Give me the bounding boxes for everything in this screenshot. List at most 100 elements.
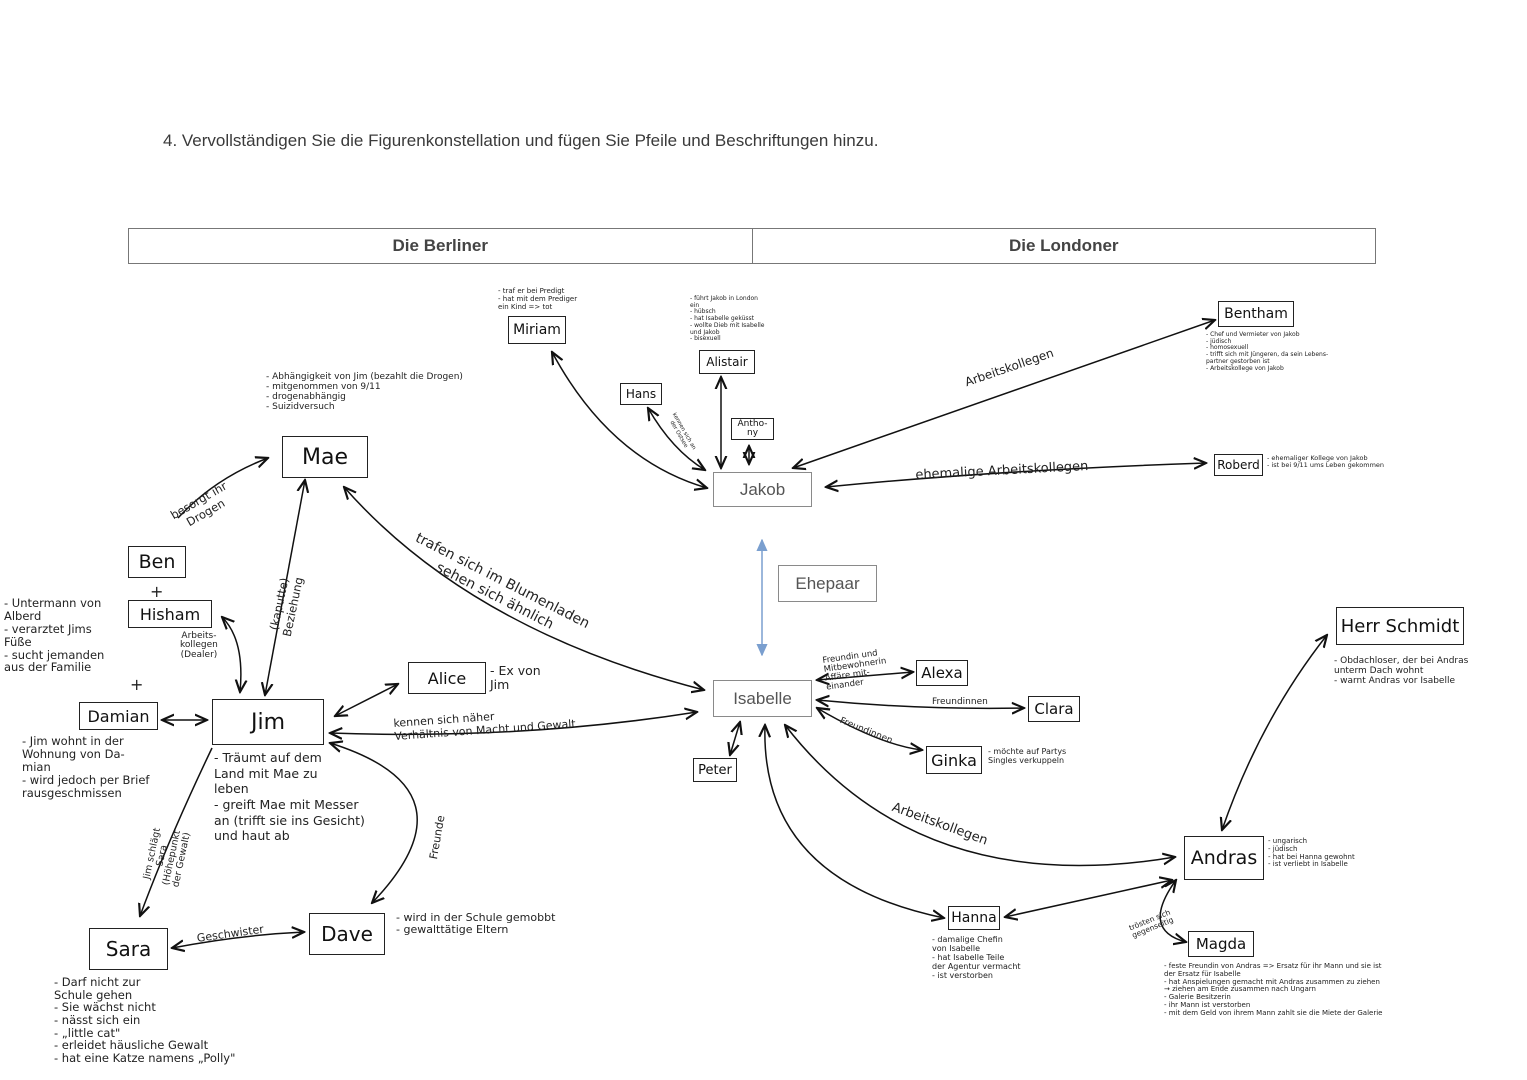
note-line: - ehemaliger Kollege von Jakob: [1267, 454, 1368, 462]
box-alice: Alice: [408, 662, 486, 694]
note-line: - feste Freundin von Andras => Ersatz fü…: [1164, 962, 1382, 970]
note-line: - trifft sich mit Jüngeren, da sein Lebe…: [1206, 351, 1329, 359]
note-line: - mit dem Geld von ihrem Mann zahlt sie …: [1164, 1008, 1383, 1017]
note-line: → ziehen am Ende zusammen nach Ungarn: [1164, 985, 1316, 994]
box-ehepaar: Ehepaar: [778, 565, 877, 602]
note-line: - Träumt auf dem: [214, 750, 322, 765]
arrow-mae-isabelle: [344, 487, 704, 690]
box-line: ny: [746, 428, 759, 438]
note-jim: - Träumt auf dem Land mit Mae zu leben- …: [214, 750, 365, 844]
arrow-hisham-jim: [222, 617, 241, 692]
note-line: an (trifft sie ins Gesicht): [214, 812, 365, 828]
note-ginka: - möchte auf Partys Singles verkuppeln: [988, 747, 1067, 766]
label-line: (Dealer): [180, 649, 218, 660]
note-line: rausgeschmissen: [22, 785, 122, 800]
note-line: - Jim wohnt in der: [22, 734, 124, 748]
box-hanna: Hanna: [948, 906, 1000, 930]
box-alexa: Alexa: [916, 660, 968, 686]
note-line: ein Kind => tot: [498, 302, 553, 311]
note-line: - hat Anspielungen gemacht mit Andras zu…: [1164, 977, 1380, 986]
label-line: Freundinnen: [932, 697, 988, 707]
box-peter: Peter: [693, 758, 737, 782]
box-ben: Ben: [128, 546, 186, 578]
box-bentham: Bentham: [1218, 301, 1294, 327]
arrow-isabelle-peter: [730, 722, 740, 755]
box-jim: Jim: [212, 699, 324, 745]
arrow-hans-jakob: [648, 408, 705, 470]
note-line: - nässt sich ein: [54, 1012, 141, 1027]
note-line: - traf er bei Predigt: [498, 287, 565, 295]
box-andras: Andras: [1184, 836, 1264, 880]
box-clara: Clara: [1028, 696, 1080, 722]
note-line: - Abhängigkeit von Jim (bezahlt die Drog…: [266, 372, 463, 382]
box-alistair: Alistair: [699, 350, 755, 374]
note-line: - ist bei 9/11 ums Leben gekommen: [1267, 461, 1385, 470]
note-line: Land mit Mae zu: [214, 765, 318, 781]
note-hisham: - Untermann von Alberd- verarztet Jims F…: [4, 597, 104, 674]
note-line: - warnt Andras vor Isabelle: [1334, 676, 1455, 687]
note-alistair: - führt Jakob in London ein- hübsch- hat…: [690, 295, 765, 343]
arrow-jim-sara: [140, 747, 213, 916]
box-dave: Dave: [309, 913, 385, 955]
note-line: Singles verkuppeln: [988, 755, 1065, 765]
note-line: der Agentur vermacht: [932, 961, 1021, 971]
arrow-andras-magda: [1159, 880, 1186, 942]
plus-sign: +: [130, 675, 144, 694]
arrow-jim-alice: [335, 684, 398, 716]
note-line: - möchte auf Partys: [988, 747, 1067, 756]
note-line: - Galerie Besitzerin: [1164, 993, 1231, 1002]
header-londoner: Die Londoner: [751, 229, 1376, 263]
box-hans: Hans: [620, 383, 662, 405]
note-line: - Sie wächst nicht: [54, 1000, 156, 1015]
box-damian: Damian: [79, 702, 158, 730]
note-line: der Ersatz für Isabelle: [1164, 969, 1241, 978]
note-line: - wird in der Schule gemobbt: [396, 911, 556, 924]
note-line: - verarztet Jims: [4, 621, 92, 636]
note-line: - gewalttätige Eltern: [396, 923, 509, 937]
note-line: - Darf nicht zur: [54, 975, 141, 989]
arrow-ben-mae: [177, 458, 268, 519]
note-line: - Arbeitskollege von Jakob: [1206, 364, 1284, 372]
note-line: - hat eine Katze namens „Polly": [54, 1050, 236, 1065]
note-line: - sucht jemanden: [4, 647, 105, 662]
note-line: - hat Isabelle geküsst: [690, 315, 755, 323]
arrow-sara-dave: [172, 932, 304, 948]
arrow-jim-dave: [330, 743, 418, 903]
box-herr-schmidt: Herr Schmidt: [1336, 607, 1464, 645]
note-magda: - feste Freundin von Andras => Ersatz fü…: [1164, 962, 1383, 1018]
note-line: - greift Mae mit Messer: [214, 796, 359, 812]
note-line: - Untermann von: [4, 596, 102, 610]
note-line: - jüdisch: [1206, 337, 1232, 345]
note-line: - homosexuell: [1206, 344, 1249, 352]
note-line: unterm Dach wohnt: [1334, 666, 1424, 677]
header-berliner: Die Berliner: [392, 236, 488, 255]
note-line: - erleidet häusliche Gewalt: [54, 1038, 209, 1053]
box-jakob: Jakob: [713, 472, 812, 507]
arrow-andras-herr-schmidt: [1222, 635, 1327, 830]
note-line: - hübsch: [690, 308, 716, 316]
note-alice: - Ex von Jim: [490, 664, 541, 692]
note-line: - bisexuell: [690, 335, 721, 343]
arrow-isabelle-clara: [817, 700, 1024, 708]
arrow-hanna-andras: [1005, 880, 1172, 917]
box-robert: Roberd: [1214, 454, 1263, 476]
note-line: Alberd: [4, 608, 42, 623]
note-line: partner gestorben ist: [1206, 357, 1270, 365]
note-mae: - Abhängigkeit von Jim (bezahlt die Drog…: [266, 372, 463, 412]
label-line: Arbeits-: [181, 631, 217, 641]
note-line: mian: [22, 759, 51, 774]
note-line: - Obdachloser, der bei Andras: [1334, 656, 1469, 666]
note-robert: - ehemaliger Kollege von Jakob- ist bei …: [1267, 454, 1385, 470]
note-line: - hat bei Hanna gewohnt: [1268, 852, 1355, 861]
note-line: - Ex von: [490, 663, 541, 678]
plus-sign: +: [150, 582, 164, 601]
note-line: Jim: [490, 677, 510, 692]
note-line: leben: [214, 781, 249, 797]
note-line: - wollte Dieb mit Isabelle: [690, 321, 765, 329]
note-dave: - wird in der Schule gemobbt- gewalttäti…: [396, 911, 556, 937]
note-line: - drogenabhängig: [266, 392, 346, 403]
box-miriam: Miriam: [508, 316, 566, 344]
note-line: - wird jedoch per Brief: [22, 772, 150, 787]
note-line: und Jakob: [690, 328, 720, 336]
